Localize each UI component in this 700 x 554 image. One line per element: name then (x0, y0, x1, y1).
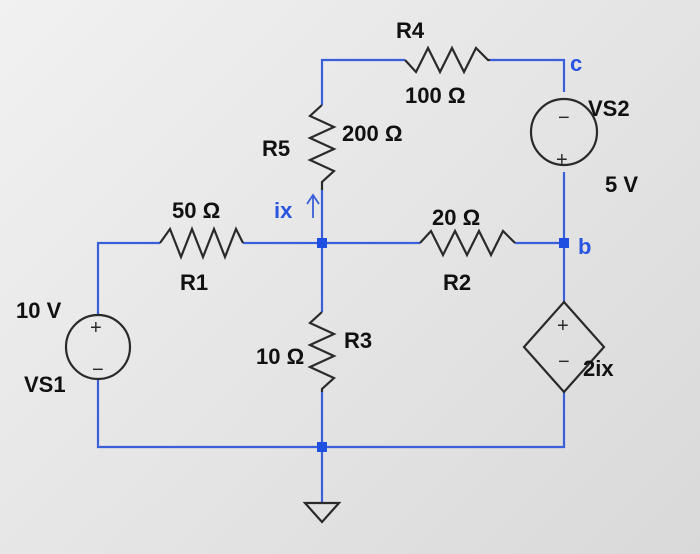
wires (96, 58, 566, 503)
vs1-name-label: VS1 (24, 372, 66, 397)
node-c-label: c (570, 51, 582, 76)
ground-icon (302, 501, 342, 524)
r4-name-label: R4 (396, 18, 425, 43)
node-b-label: b (578, 234, 591, 259)
vs1-value-label: 10 V (16, 298, 62, 323)
dep-minus-sign: − (558, 351, 570, 373)
vs1-plus-sign: + (90, 317, 102, 339)
wire-vs1-bottom (96, 380, 322, 449)
wire-dep-bottom (322, 392, 566, 449)
node-center (317, 238, 327, 248)
r2-value-label: 20 Ω (432, 205, 480, 230)
wire-vs1-top (96, 241, 160, 315)
vs2-plus-sign: + (556, 149, 568, 171)
vs2-value-label: 5 V (605, 172, 638, 197)
resistor-r1 (159, 225, 244, 261)
dependent-source-label: 2ix (583, 356, 614, 381)
resistor-r5 (307, 104, 337, 190)
node-b (559, 238, 569, 248)
r1-value-label: 50 Ω (172, 198, 220, 223)
dependent-source-diamond (522, 300, 606, 394)
dep-plus-sign: + (557, 315, 569, 337)
resistor-r4 (404, 45, 490, 75)
r4-value-label: 100 Ω (405, 83, 465, 108)
resistor-r2 (419, 228, 516, 258)
wire-r4-c (490, 58, 566, 92)
vs2-name-label: VS2 (588, 96, 630, 121)
r5-value-label: 200 Ω (342, 121, 402, 146)
r2-name-label: R2 (443, 270, 471, 295)
r3-name-label: R3 (344, 328, 372, 353)
voltage-source-vs2 (529, 97, 599, 167)
vs2-minus-sign: − (558, 107, 570, 129)
voltage-source-vs1 (64, 313, 132, 381)
r1-name-label: R1 (180, 270, 208, 295)
r3-value-label: 10 Ω (256, 344, 304, 369)
node-ground (317, 442, 327, 452)
vs1-minus-sign: − (92, 359, 104, 381)
wire-r5-r4 (320, 58, 405, 105)
resistor-r3 (307, 311, 337, 392)
r5-name-label: R5 (262, 136, 290, 161)
current-ix-label: ix (274, 198, 293, 223)
current-arrow-icon (306, 193, 320, 218)
